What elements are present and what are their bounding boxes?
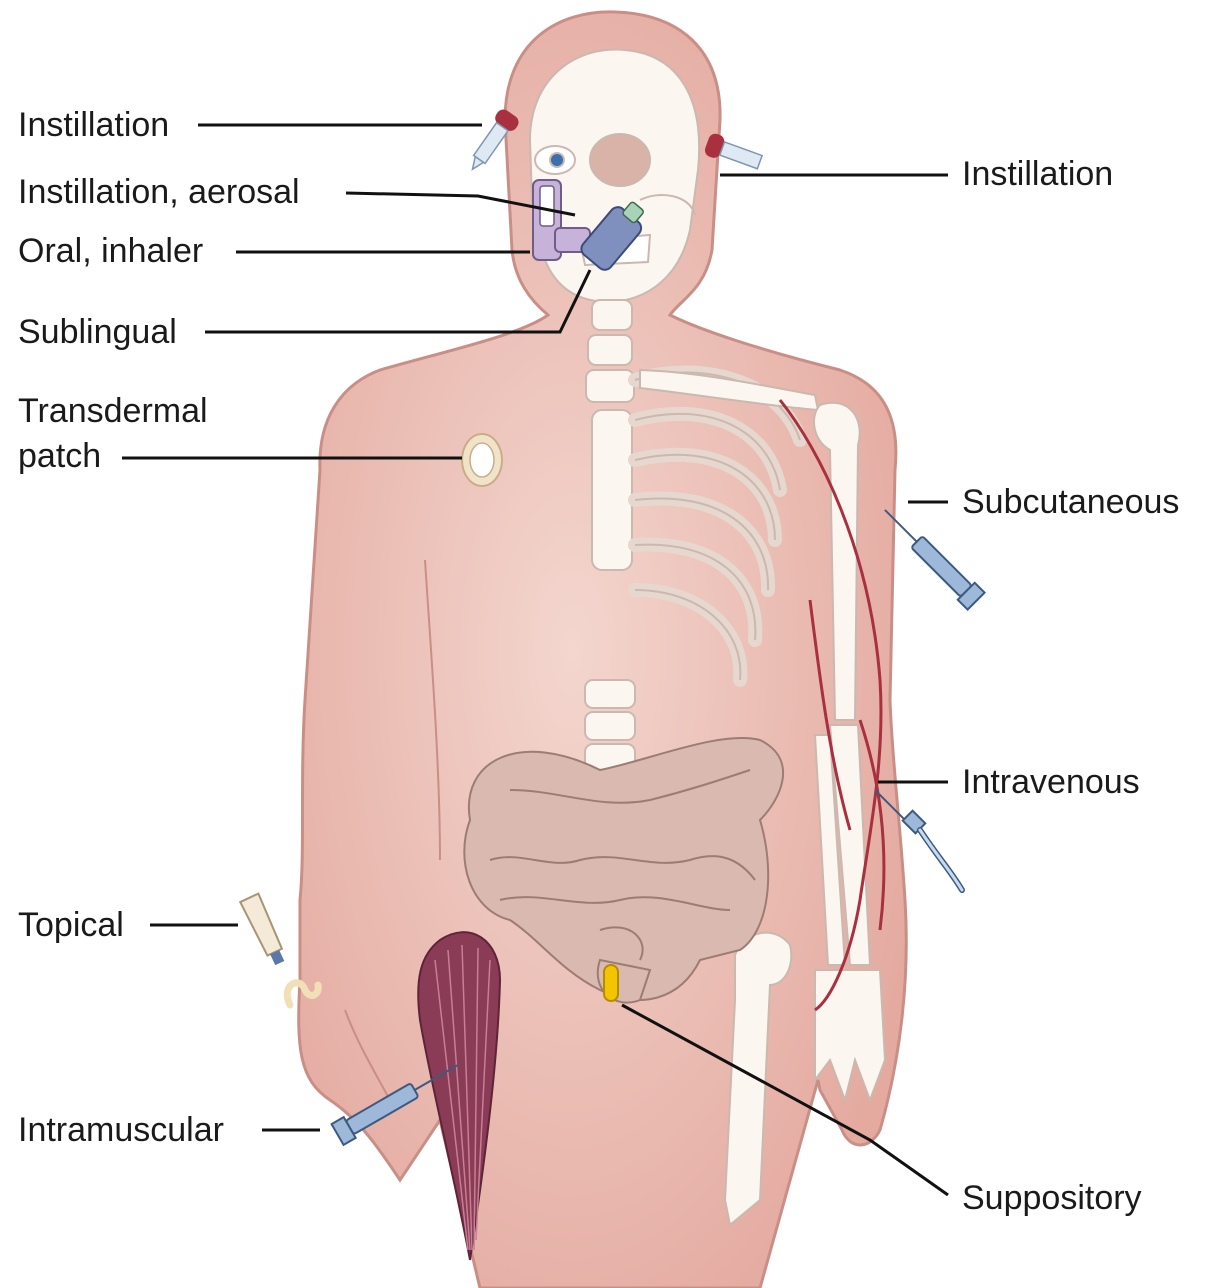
label-oral-inhaler: Oral, inhaler xyxy=(18,230,203,272)
label-suppository: Suppository xyxy=(962,1177,1142,1219)
label-transdermal-line2: patch xyxy=(18,435,101,477)
label-subcutaneous: Subcutaneous xyxy=(962,481,1179,523)
label-instillation-aerosal: Instillation, aerosal xyxy=(18,171,300,213)
label-instillation-eye: Instillation xyxy=(18,104,169,146)
suppository-icon xyxy=(604,965,618,1001)
label-transdermal-line1: Transdermal xyxy=(18,390,208,432)
label-topical: Topical xyxy=(18,904,124,946)
label-sublingual: Sublingual xyxy=(18,311,177,353)
patch-icon xyxy=(462,434,502,486)
label-intravenous: Intravenous xyxy=(962,761,1140,803)
tube-icon xyxy=(240,894,289,968)
label-intramuscular: Intramuscular xyxy=(18,1109,224,1151)
spine xyxy=(585,300,635,772)
skull xyxy=(530,49,699,302)
label-instillation-ear: Instillation xyxy=(962,153,1113,195)
